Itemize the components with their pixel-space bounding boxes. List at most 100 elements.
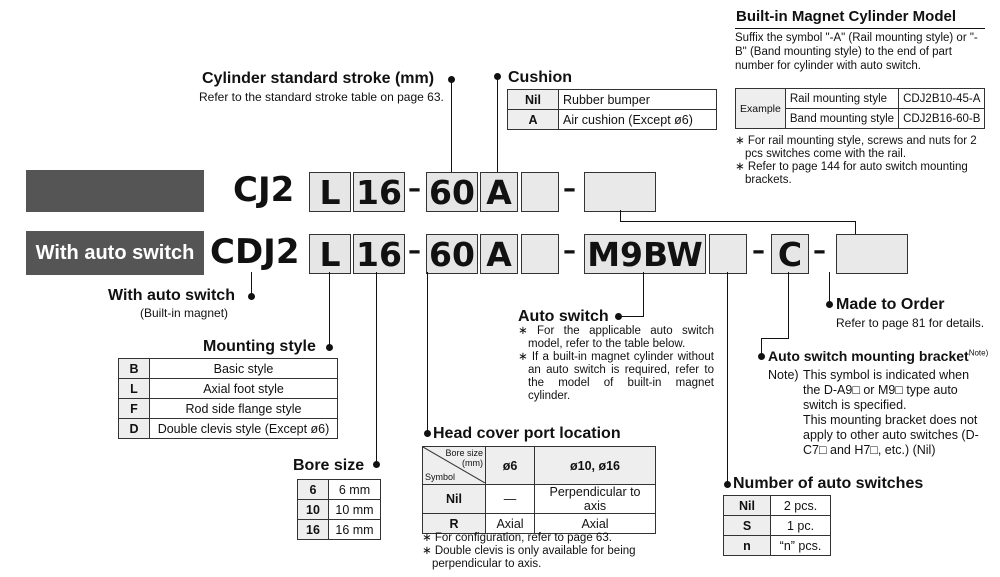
example-style: Rail mounting style <box>784 88 900 109</box>
leader-line <box>329 272 330 348</box>
cushion-symbol: A <box>507 109 559 130</box>
corner-diagonal <box>423 447 485 483</box>
headcover-cell: Axial <box>485 513 535 534</box>
example-model: CDJ2B10-45-A <box>898 88 986 109</box>
headcover-corner-cell: Bore size (mm) Symbol <box>422 446 486 485</box>
cushion-desc: Rubber bumper <box>558 89 717 110</box>
leader-line <box>643 272 644 317</box>
bore-desc: 6 mm <box>328 479 381 500</box>
banner-standard <box>26 170 204 212</box>
leader-line <box>788 272 789 339</box>
cushion-desc: Air cushion (Except ø6) <box>558 109 717 130</box>
with-auto-title: With auto switch <box>108 287 235 304</box>
code1-cushion-box: A <box>480 172 518 212</box>
mounting-symbol: F <box>118 398 150 419</box>
dash: – <box>408 236 421 266</box>
connector-line <box>620 221 856 222</box>
example-model: CDJ2B16-60-B <box>898 108 986 129</box>
numswitch-symbol: n <box>723 535 771 556</box>
leader-dot <box>373 461 380 468</box>
headcover-note: ∗ For configuration, refer to page 63. <box>422 532 612 544</box>
code2-bracket-box: C <box>771 234 809 274</box>
code2-prefix: CDJ2 <box>210 232 300 272</box>
mto-subtitle: Refer to page 81 for details. <box>836 316 985 330</box>
dash: – <box>752 236 765 266</box>
code1-prefix: CJ2 <box>233 170 295 210</box>
bracket-note-ref: Note) <box>968 348 989 358</box>
bracket-note: This mounting bracket does not apply to … <box>803 413 979 457</box>
mounting-title: Mounting style <box>203 338 316 355</box>
leader-dot <box>448 76 455 83</box>
example-label: Example <box>735 88 786 129</box>
numswitch-symbol: S <box>723 515 771 536</box>
headcover-col: ø10, ø16 <box>534 446 656 485</box>
mounting-symbol: B <box>118 358 150 379</box>
leader-dot <box>758 353 765 360</box>
bracket-note-label: Note) <box>768 368 799 382</box>
code1-mount-box: L <box>309 172 351 212</box>
headcover-cell: Axial <box>534 513 656 534</box>
builtin-example-table: Example Rail mounting style CDJ2B10-45-A… <box>735 88 986 129</box>
code2-port-box <box>521 234 559 274</box>
leader-dot <box>248 293 255 300</box>
connector-line <box>855 221 856 234</box>
headcover-table: Bore size (mm) Symbol ø6 ø10, ø16 Nil — … <box>422 446 656 534</box>
builtin-underline <box>735 28 985 29</box>
autoswitch-note: ∗ If a built-in magnet cylinder without … <box>518 351 714 402</box>
builtin-note: ∗ Refer to page 144 for auto switch moun… <box>735 161 968 186</box>
leader-line <box>376 272 377 464</box>
leader-line <box>761 338 762 356</box>
leader-line <box>451 80 452 172</box>
autoswitch-notes: ∗ For the applicable auto switch model, … <box>518 325 714 403</box>
code1-stroke-box: 60 <box>426 172 478 212</box>
bracket-note-body: This symbol is indicated when the D-A9□ … <box>803 368 987 458</box>
mounting-desc: Axial foot style <box>149 378 338 399</box>
mounting-desc: Basic style <box>149 358 338 379</box>
numswitch-title: Number of auto switches <box>733 475 924 492</box>
numswitch-desc: 1 pc. <box>770 515 831 536</box>
leader-line <box>761 338 789 339</box>
bore-desc: 16 mm <box>328 519 381 540</box>
bore-symbol: 6 <box>297 479 329 500</box>
code2-number-box <box>709 234 747 274</box>
code1-bore-box: 16 <box>353 172 405 212</box>
builtin-title: Built-in Magnet Cylinder Model <box>736 8 956 25</box>
corner-top-label: Bore size (mm) <box>445 448 483 468</box>
banner-with-auto-switch: With auto switch <box>26 231 204 275</box>
code1-mto-box <box>584 172 656 212</box>
headcover-col: ø6 <box>485 446 535 485</box>
cushion-title: Cushion <box>508 69 572 86</box>
leader-line <box>829 272 830 303</box>
leader-line <box>619 316 644 317</box>
leader-dot <box>424 430 431 437</box>
headcover-cell: Perpendicular to axis <box>534 484 656 514</box>
headcover-symbol: R <box>422 513 486 534</box>
dash: – <box>563 236 576 266</box>
headcover-title: Head cover port location <box>433 425 621 442</box>
code2-cushion-box: A <box>480 234 518 274</box>
headcover-symbol: Nil <box>422 484 486 514</box>
builtin-notes: ∗ For rail mounting style, screws and nu… <box>735 135 987 187</box>
stroke-title: Cylinder standard stroke (mm) <box>202 70 435 87</box>
dash: – <box>408 174 421 204</box>
headcover-cell: — <box>485 484 535 514</box>
code2-stroke-box: 60 <box>426 234 478 274</box>
leader-line <box>727 272 728 485</box>
numswitch-desc: 2 pcs. <box>770 495 831 516</box>
builtin-description: Suffix the symbol "-A" (Rail mounting st… <box>735 32 978 72</box>
mto-title: Made to Order <box>836 296 945 313</box>
code2-mto-box <box>836 234 908 274</box>
headcover-note: ∗ Double clevis is only available for be… <box>422 545 636 570</box>
bore-title: Bore size <box>293 457 365 474</box>
leader-line <box>427 272 428 434</box>
bore-symbol: 16 <box>297 519 329 540</box>
bore-symbol: 10 <box>297 499 329 520</box>
corner-bottom-label: Symbol <box>425 472 456 482</box>
headcover-notes: ∗ For configuration, refer to page 63. ∗… <box>422 532 656 571</box>
leader-dot <box>494 73 501 80</box>
mounting-symbol: L <box>118 378 150 399</box>
cushion-symbol: Nil <box>507 89 559 110</box>
